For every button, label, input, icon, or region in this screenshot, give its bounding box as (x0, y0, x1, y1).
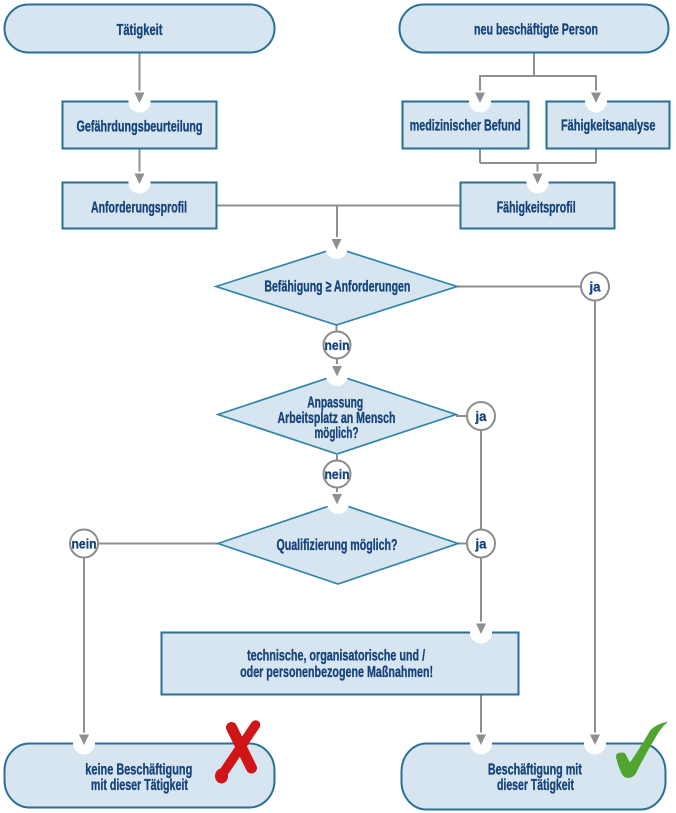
svg-text:technische, organisatorische u: technische, organisatorische und / (247, 648, 425, 665)
svg-text:Qualifizierung möglich?: Qualifizierung möglich? (277, 537, 398, 554)
svg-text:Beschäftigung mit: Beschäftigung mit (488, 762, 582, 779)
svg-text:ja: ja (475, 536, 487, 552)
svg-text:Anpassung: Anpassung (307, 395, 363, 412)
svg-text:Anforderungsprofil: Anforderungsprofil (91, 200, 187, 217)
svg-text:Fähigkeitsprofil: Fähigkeitsprofil (497, 200, 576, 217)
svg-text:nein: nein (72, 536, 97, 552)
svg-text:neu beschäftigte Person: neu beschäftigte Person (474, 22, 598, 39)
svg-text:medizinischer Befund: medizinischer Befund (410, 118, 521, 135)
svg-text:mit dieser Tätigkeit: mit dieser Tätigkeit (91, 777, 188, 794)
svg-text:ja: ja (475, 408, 487, 424)
svg-text:dieser Tätigkeit: dieser Tätigkeit (497, 777, 574, 794)
svg-text:keine Beschäftigung: keine Beschäftigung (85, 762, 192, 779)
svg-text:Befähigung ≥ Anforderungen: Befähigung ≥ Anforderungen (264, 279, 410, 296)
svg-text:Tätigkeit: Tätigkeit (117, 22, 163, 39)
svg-text:ja: ja (589, 279, 601, 295)
svg-text:Fähigkeitsanalyse: Fähigkeitsanalyse (561, 118, 656, 135)
svg-text:möglich?: möglich? (315, 425, 359, 442)
svg-text:Arbeitsplatz an Mensch: Arbeitsplatz an Mensch (278, 410, 396, 427)
svg-text:nein: nein (325, 466, 350, 482)
svg-text:oder personenbezogene Maßnahme: oder personenbezogene Maßnahmen! (240, 664, 433, 681)
svg-text:Gefährdungsbeurteilung: Gefährdungsbeurteilung (77, 119, 203, 136)
svg-text:nein: nein (325, 337, 350, 353)
